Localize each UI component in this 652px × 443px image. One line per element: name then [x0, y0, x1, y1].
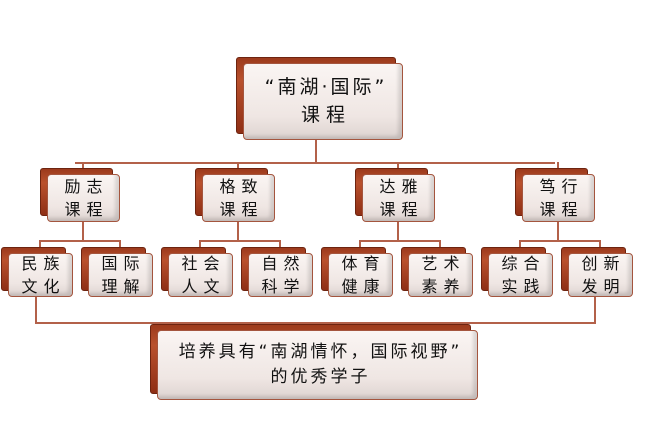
root-subtitle: 课程	[300, 103, 351, 126]
subject-node-1-0: 社会人文	[161, 247, 233, 297]
category-node-3-line1: 笃行	[539, 176, 584, 196]
root-node: “南湖·国际” 课程	[236, 57, 403, 140]
category-node-0: 励志课程	[40, 168, 120, 222]
category-node-2: 达雅课程	[355, 168, 435, 222]
subject-node-2-0: 体育健康	[321, 247, 393, 297]
category-node-3-line2: 课程	[539, 200, 584, 219]
subject-node-0-1-line2: 理解	[101, 277, 146, 296]
subject-node-0-1-line1: 国际	[101, 253, 146, 273]
subject-node-1-0-line1: 社会	[181, 253, 226, 273]
category-node-0-line2: 课程	[64, 200, 109, 219]
category-node-1-line2: 课程	[219, 200, 264, 219]
subject-node-1-0-line2: 人文	[181, 277, 226, 296]
subject-node-3-0-line2: 实践	[501, 277, 546, 296]
category-node-3: 笃行课程	[515, 168, 595, 222]
subject-node-0-0-line2: 文化	[21, 277, 66, 296]
subject-node-1-1-line1: 自然	[261, 253, 306, 273]
subject-node-0-0: 民族文化	[1, 247, 73, 297]
subject-node-0-0-line1: 民族	[21, 253, 66, 273]
goal-line1: 培养具有“南湖情怀，国际视野”	[178, 342, 463, 363]
subject-node-3-1-line1: 创新	[581, 253, 626, 273]
category-node-2-line2: 课程	[379, 200, 424, 219]
category-node-1: 格致课程	[195, 168, 275, 222]
subject-node-1-1: 自然科学	[241, 247, 313, 297]
goal-node: 培养具有“南湖情怀，国际视野” 的优秀学子	[150, 324, 478, 400]
subject-node-1-1-line2: 科学	[261, 277, 306, 296]
subject-node-3-0-line1: 综合	[501, 253, 546, 273]
category-node-1-line1: 格致	[219, 176, 264, 196]
subject-node-0-1: 国际理解	[81, 247, 153, 297]
subject-node-2-0-line1: 体育	[341, 253, 386, 273]
subject-node-2-0-line2: 健康	[341, 277, 386, 296]
goal-line2: 的优秀学子	[270, 367, 371, 387]
subject-node-2-1-line2: 素养	[421, 277, 466, 296]
subject-node-2-1: 艺术素养	[401, 247, 473, 297]
subject-node-2-1-line1: 艺术	[421, 253, 466, 273]
subject-node-3-1: 创新发明	[561, 247, 633, 297]
subject-node-3-0: 综合实践	[481, 247, 553, 297]
root-title: “南湖·国际”	[264, 75, 388, 98]
category-node-0-line1: 励志	[64, 176, 109, 196]
subject-node-3-1-line2: 发明	[581, 277, 626, 296]
category-node-2-line1: 达雅	[379, 176, 424, 196]
